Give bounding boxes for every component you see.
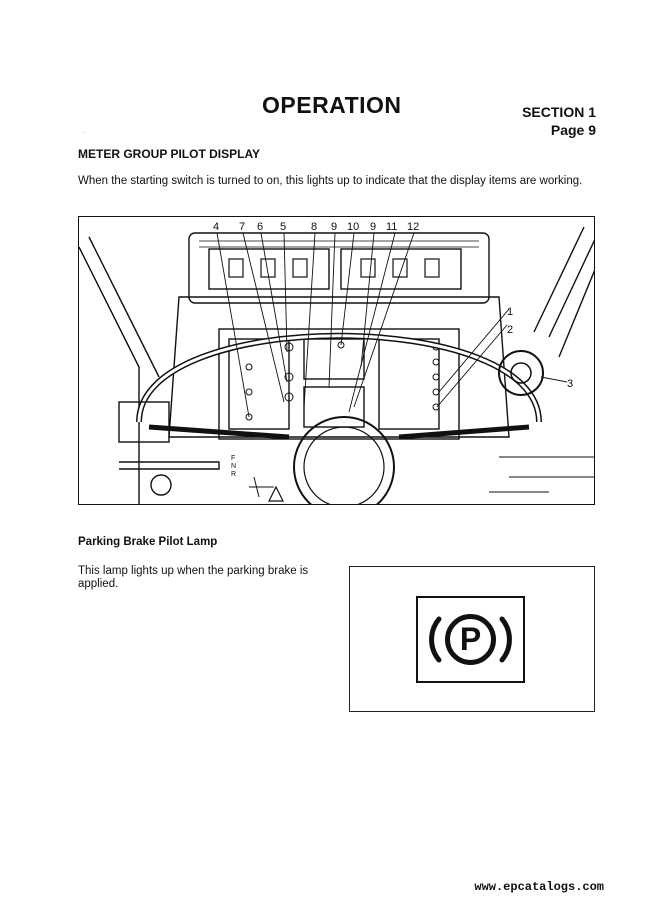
gear-label: F [231,455,235,462]
callout-label: 8 [311,221,317,233]
steering-wheel-spoke-left [148,424,290,440]
parking-brake-text: This lamp lights up when the parking bra… [78,565,309,590]
parking-brake-heading: Parking Brake Pilot Lamp [78,536,218,548]
top-lamps [228,258,440,278]
page-title: OPERATION [262,92,402,118]
callout-label: 11 [386,221,397,233]
meter-center-upper [303,338,365,380]
callout-label: 7 [239,221,245,233]
callout-label: 3 [567,378,573,390]
parking-brake-icon: P [429,614,512,665]
gear-label: N [231,463,236,470]
control-knob [498,350,544,396]
callout-label: 10 [347,221,359,233]
meter-panel [218,328,460,440]
section-number: SECTION 1 [522,104,596,120]
callout-label: 12 [407,221,419,233]
callout-leaders-right [436,308,568,408]
callout-label: 5 [280,221,286,233]
meter-right-block [378,338,440,430]
meter-group-intro: When the starting switch is turned to on… [78,175,583,187]
parking-brake-letter: P [460,621,481,657]
gear-label: R [231,471,236,478]
steering-hub [293,416,395,504]
pilot-lamps [245,341,440,421]
right-pillar-inner [533,226,585,333]
dashboard-illustration: 4 7 6 5 8 9 10 9 11 12 1 2 3 F N R [79,221,594,504]
callout-label: 6 [257,221,263,233]
right-pillar [548,239,594,338]
callout-label: 4 [213,221,219,233]
left-pillar-inner [88,236,160,378]
callout-label: 9 [370,221,376,233]
section-label-block: SECTION 1 Page 9 [522,103,596,139]
overhead-housing [188,232,490,304]
footer-url[interactable]: www.epcatalogs.com [474,880,604,894]
margin-mark: · [82,128,85,137]
callout-leaders-top [216,232,415,418]
right-display-bank [340,248,462,290]
meter-group-heading: METER GROUP PILOT DISPLAY [78,147,261,161]
left-lever-housing [118,401,170,443]
page-number: Page 9 [550,122,596,138]
parking-brake-lamp-frame: P [416,596,525,683]
steering-wheel-spoke-right [398,424,530,440]
left-pillar [79,246,140,504]
callout-label: 1 [507,306,513,318]
callout-label: 9 [331,221,337,233]
callout-label: 2 [507,324,513,336]
shift-lever [119,461,220,470]
dashboard-panel [168,296,510,438]
left-display-bank [208,248,330,290]
parking-brake-lamp-box: P [349,566,595,712]
meter-center-lower [303,386,365,428]
hazard-triangle [268,485,284,502]
dashboard-figure: 4 7 6 5 8 9 10 9 11 12 1 2 3 F N R [78,216,595,505]
